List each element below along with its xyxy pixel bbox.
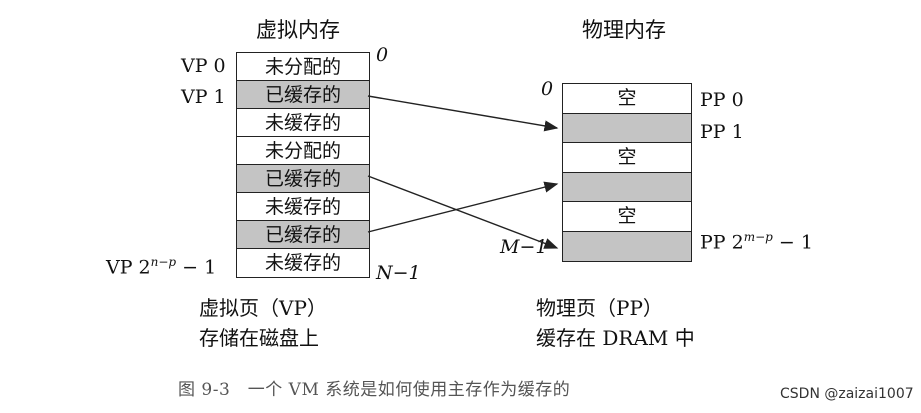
pp-last-tail: − 1 [778, 231, 813, 254]
physical-page-3 [563, 172, 691, 202]
arrow-vp4-to-pplast [367, 175, 559, 249]
figure-caption: 图 9-3 一个 VM 系统是如何使用主存作为缓存的 [178, 380, 571, 400]
pp-last-base: PP 2 [700, 231, 744, 254]
virtual-footer-line1: 虚拟页（VP） [199, 296, 327, 320]
pp0-label: PP 0 [700, 89, 744, 111]
pp1-label: PP 1 [700, 121, 744, 143]
virtual-page-7: 未缓存的 [264, 252, 341, 274]
virtual-footer-line2: 存储在磁盘上 [199, 326, 319, 350]
physical-page-1 [563, 113, 691, 143]
arrow-vp1-to-pp1 [367, 95, 559, 132]
virtual-page-3: 未分配的 [237, 137, 369, 165]
pm-end-index: M−1 [500, 236, 548, 258]
pp-last-label: PP 2m−p − 1 [700, 230, 813, 253]
virtual-memory-title: 虚拟内存 [256, 18, 340, 42]
vp-last-exponent: n−p [150, 255, 177, 269]
pp-last-exponent: m−p [743, 230, 773, 244]
virtual-page-5: 未缓存的 [237, 193, 369, 221]
vp1-label: VP 1 [181, 86, 226, 108]
vm-end-index: N−1 [376, 262, 421, 284]
virtual-page-column: 未分配的已缓存的未缓存的未分配的已缓存的未缓存的已缓存的未缓存的 [236, 52, 370, 278]
vp-last-base: VP 2 [106, 256, 151, 279]
physical-footer-line1: 物理页（PP） [536, 296, 663, 320]
physical-footer-line2: 缓存在 DRAM 中 [536, 326, 695, 350]
vp0-label: VP 0 [181, 55, 226, 77]
arrow-vp6-to-pp3 [367, 181, 559, 233]
physical-memory-title: 物理内存 [582, 18, 666, 42]
pm-start-index: 0 [541, 78, 554, 100]
virtual-page-2: 未缓存的 [237, 109, 369, 137]
physical-page-4: 空 [563, 202, 691, 232]
physical-page-2: 空 [563, 143, 691, 173]
physical-page-5 [563, 231, 691, 261]
virtual-page-4: 已缓存的 [237, 165, 369, 193]
vp-last-label: VP 2n−p − 1 [106, 255, 216, 278]
virtual-page-6: 已缓存的 [237, 221, 369, 249]
physical-page-0: 空 [563, 84, 691, 114]
vp-last-tail: − 1 [182, 256, 217, 279]
virtual-page-0: 未分配的 [237, 53, 369, 81]
virtual-page-1: 已缓存的 [237, 81, 369, 109]
vm-start-index: 0 [376, 44, 389, 66]
csdn-watermark: CSDN @zaizai1007 [780, 386, 914, 402]
physical-page-column: 空空空 [562, 83, 692, 262]
